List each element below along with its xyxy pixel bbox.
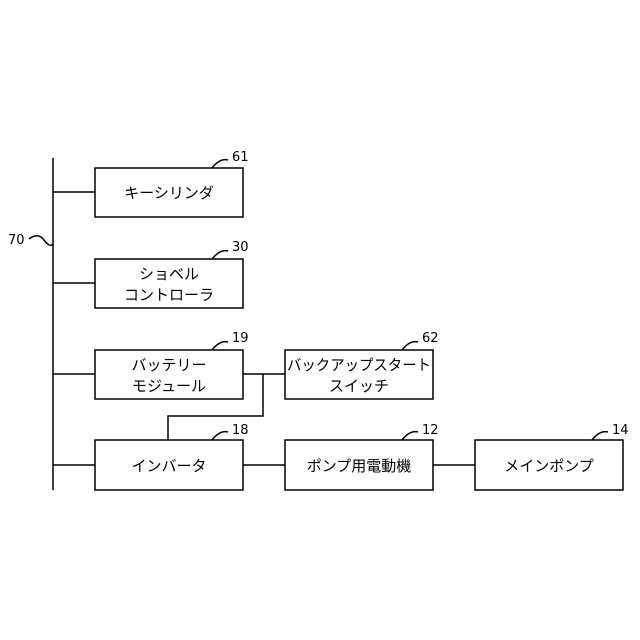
box-inverter-label: インバータ	[131, 457, 206, 475]
box-key-cylinder-label: キーシリンダ	[124, 184, 214, 202]
box-inverter: インバータ 18	[95, 423, 249, 490]
box-main-pump-ref: 14	[612, 423, 629, 438]
box-battery-module-ref: 19	[232, 331, 249, 346]
box-main-pump: メインポンプ 14	[475, 423, 629, 490]
box-shovel-controller-leader	[212, 251, 228, 259]
box-key-cylinder-leader	[212, 160, 228, 168]
box-shovel-controller-line2: コントローラ	[124, 286, 214, 304]
box-backup-start-switch-leader	[402, 342, 418, 350]
bus-ref-leader	[29, 236, 53, 246]
box-main-pump-leader	[592, 432, 608, 440]
box-backup-start-switch: バックアップスタート スイッチ 62	[285, 331, 439, 399]
box-pump-motor-label: ポンプ用電動機	[307, 457, 412, 475]
box-key-cylinder: キーシリンダ 61	[95, 150, 249, 217]
box-battery-module-leader	[212, 342, 228, 350]
box-battery-module: バッテリー モジュール 19	[95, 331, 249, 399]
box-shovel-controller: ショベル コントローラ 30	[95, 240, 249, 308]
box-battery-module-line1: バッテリー	[131, 356, 206, 374]
box-backup-start-switch-line2: スイッチ	[329, 377, 389, 395]
box-pump-motor-leader	[402, 432, 418, 440]
box-inverter-leader	[212, 432, 228, 440]
box-main-pump-label: メインポンプ	[504, 457, 594, 475]
box-key-cylinder-ref: 61	[232, 150, 249, 165]
box-shovel-controller-ref: 30	[232, 240, 249, 255]
bus-ref-label: 70	[8, 233, 25, 248]
box-pump-motor: ポンプ用電動機 12	[285, 423, 439, 490]
box-pump-motor-ref: 12	[422, 423, 439, 438]
box-backup-start-switch-line1: バックアップスタート	[287, 356, 431, 374]
box-shovel-controller-line1: ショベル	[139, 265, 199, 283]
box-inverter-ref: 18	[232, 423, 249, 438]
box-backup-start-switch-ref: 62	[422, 331, 439, 346]
box-battery-module-line2: モジュール	[132, 377, 206, 395]
